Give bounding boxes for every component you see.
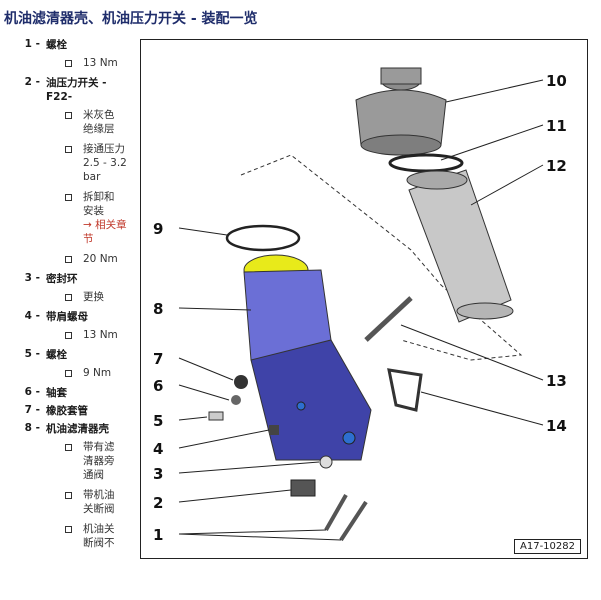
exploded-view-drawing: 10 11 12 9 8 7 6 5 4 3 2 1 13 14 — [153, 67, 567, 544]
housing-gasket — [387, 368, 423, 412]
filter-housing — [243, 254, 372, 461]
assembly-diagram: 10 11 12 9 8 7 6 5 4 3 2 1 13 14 A17-102… — [140, 39, 588, 559]
bushing — [231, 395, 241, 405]
part-detail: 13 Nm — [0, 328, 136, 342]
callout-6: 6 — [153, 377, 163, 395]
sealing-ring — [319, 455, 333, 469]
leader-lines — [178, 79, 544, 541]
part-name: 螺栓 — [46, 39, 67, 51]
filter-element — [406, 169, 514, 323]
bullet-square-icon — [65, 60, 72, 67]
callout-8: 8 — [153, 300, 163, 318]
part-name: 油压力开关 -F22- — [46, 77, 107, 103]
part-detail: 带有滤清器旁通阀 — [0, 440, 136, 482]
callout-12: 12 — [546, 157, 567, 175]
bullet-square-icon — [65, 492, 72, 499]
bolt-1a — [324, 494, 348, 531]
part-detail: 接通压力 2.5 - 3.2 bar — [0, 142, 136, 184]
bullet-square-icon — [65, 444, 72, 451]
callout-5: 5 — [153, 412, 163, 430]
part-name: 轴套 — [46, 387, 67, 399]
stud-bolt — [364, 296, 413, 342]
part-detail: 20 Nm — [0, 252, 136, 266]
part-item: 2 -油压力开关 -F22- — [0, 76, 136, 104]
callout-14: 14 — [546, 417, 567, 435]
part-name: 机油滤清器壳 — [46, 423, 109, 435]
parts-list: 1 -螺栓 13 Nm 2 -油压力开关 -F22- 米灰色绝缘层 接通压力 2… — [0, 38, 136, 556]
callout-3: 3 — [153, 465, 163, 483]
callout-10: 10 — [546, 72, 567, 90]
part-detail: 13 Nm — [0, 56, 136, 70]
bullet-square-icon — [65, 370, 72, 377]
part-item: 3 -密封环 — [0, 272, 136, 286]
callout-1: 1 — [153, 526, 163, 544]
bullet-square-icon — [65, 146, 72, 153]
callout-2: 2 — [153, 494, 163, 512]
filter-cap — [355, 67, 447, 156]
part-name: 密封环 — [46, 273, 78, 285]
page-title: 机油滤清器壳、机油压力开关 - 装配一览 — [4, 11, 258, 27]
callout-7: 7 — [153, 350, 163, 368]
bullet-square-icon — [65, 256, 72, 263]
callout-13: 13 — [546, 372, 567, 390]
part-detail: 带机油关断阀 — [0, 488, 136, 516]
bullet-square-icon — [65, 526, 72, 533]
callout-11: 11 — [546, 117, 567, 135]
callout-9: 9 — [153, 220, 163, 238]
related-chapter-link[interactable]: → 相关章节 — [83, 219, 127, 245]
part-item: 4 -带肩螺母 — [0, 310, 136, 324]
bolt-5 — [208, 411, 224, 421]
housing-seal-ring — [225, 224, 301, 252]
bullet-square-icon — [65, 294, 72, 301]
part-item: 6 -轴套 — [0, 386, 136, 400]
part-item: 5 -螺栓 — [0, 348, 136, 362]
bullet-square-icon — [65, 112, 72, 119]
part-name: 橡胶套管 — [46, 405, 88, 417]
flange-nut — [269, 425, 279, 435]
part-item: 8 -机油滤清器壳 — [0, 422, 136, 436]
assembly-dashed-outline — [240, 154, 523, 361]
part-name: 螺栓 — [46, 349, 67, 361]
bullet-square-icon — [65, 332, 72, 339]
part-detail: 米灰色绝缘层 — [0, 108, 136, 136]
part-detail: 9 Nm — [0, 366, 136, 380]
bullet-square-icon — [65, 194, 72, 201]
bolt-1b — [339, 500, 368, 542]
part-item: 7 -橡胶套管 — [0, 404, 136, 418]
cap-o-ring — [388, 153, 464, 173]
part-detail: 拆卸和安装→ 相关章节 — [0, 190, 136, 246]
part-name: 带肩螺母 — [46, 311, 88, 323]
part-item: 1 -螺栓 — [0, 38, 136, 52]
callout-4: 4 — [153, 440, 163, 458]
part-detail: 机油关断阀不 — [0, 522, 136, 550]
part-detail: 更换 — [0, 290, 136, 304]
rubber-sleeve — [234, 375, 248, 389]
oil-pressure-switch — [290, 479, 316, 497]
figure-id-label: A17-10282 — [514, 539, 581, 554]
